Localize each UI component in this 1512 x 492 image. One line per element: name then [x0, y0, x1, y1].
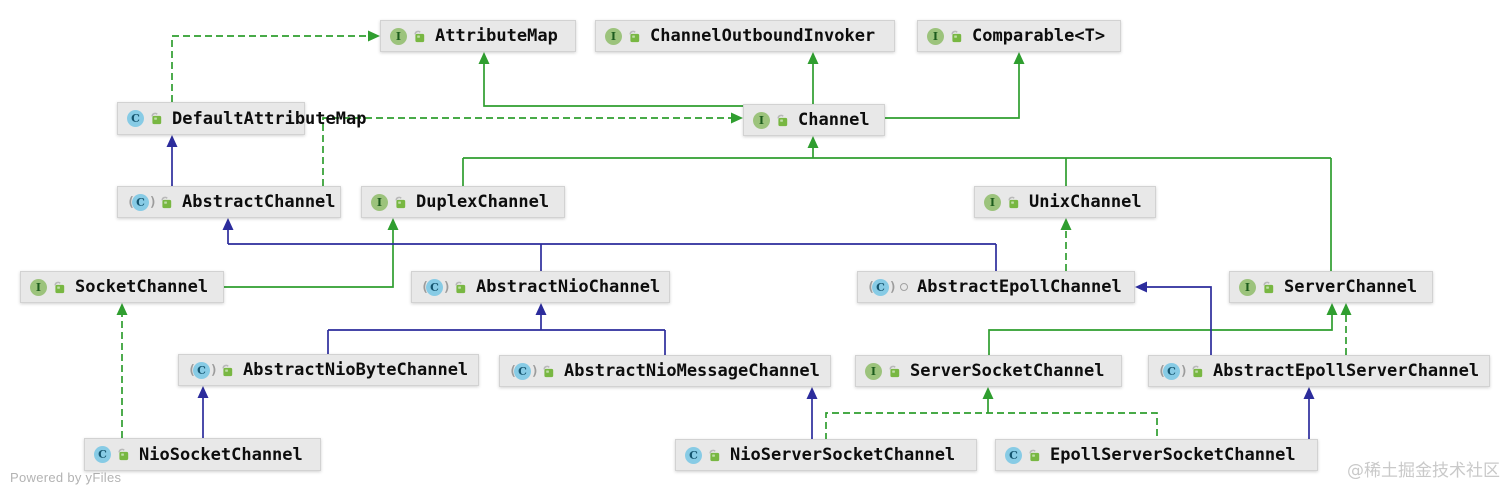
interface-icon: I: [390, 27, 407, 45]
node-label: AbstractNioByteChannel: [243, 360, 469, 380]
node-AbstractNioByteChannel[interactable]: (C) AbstractNioByteChannel: [178, 354, 479, 386]
abstract-class-icon: (C): [127, 193, 157, 211]
node-label: AbstractNioMessageChannel: [564, 361, 820, 381]
interface-icon: I: [865, 362, 882, 380]
node-label: UnixChannel: [1029, 192, 1142, 212]
edge-Channel-extends-AttributeMap: [478, 52, 743, 107]
interface-icon: I: [927, 27, 944, 45]
class-icon: C: [1005, 446, 1022, 464]
abstract-class-icon: (C): [1158, 362, 1188, 380]
lock-icon: [776, 114, 789, 127]
edge-DuplexChannel-UnixChannel-ServerChannel-extend-Channel: [462, 136, 1332, 271]
node-AbstractEpollServerChannel[interactable]: (C) AbstractEpollServerChannel: [1148, 355, 1490, 387]
interface-icon: I: [371, 193, 388, 211]
node-ServerSocketChannel[interactable]: I ServerSocketChannel: [855, 355, 1122, 387]
class-icon: C: [127, 110, 144, 127]
lock-icon: [1028, 449, 1041, 462]
node-AttributeMap[interactable]: I AttributeMap: [380, 20, 576, 52]
edge-DefaultAttributeMap-implements-AttributeMap: [171, 30, 380, 102]
node-label: ChannelOutboundInvoker: [650, 26, 876, 46]
interface-icon: I: [1239, 278, 1256, 296]
node-NioServerSocketChannel[interactable]: C NioServerSocketChannel: [675, 439, 977, 471]
node-label: SocketChannel: [75, 277, 209, 297]
edge-SocketChannel-extends-DuplexChannel: [224, 218, 399, 288]
edge-AbstractNioByteChannel-AbstractNioMessageChannel-extend-AbstractNioChannel: [327, 303, 666, 355]
abstract-class-icon: (C): [188, 361, 218, 379]
package-private-icon: [900, 283, 908, 291]
node-SocketChannel[interactable]: I SocketChannel: [20, 271, 224, 303]
class-icon: C: [94, 446, 111, 463]
node-label: Comparable<T>: [972, 26, 1106, 46]
edge-AbstractChannel-implements-Channel: [322, 112, 743, 186]
node-DefaultAttributeMap[interactable]: C DefaultAttributeMap: [117, 102, 366, 135]
edge-NioSocketChannel-extends-AbstractNioByteChannel: [197, 386, 209, 438]
node-label: AbstractNioChannel: [476, 277, 661, 297]
edge-AbstractEpollServerChannel-extends-AbstractEpollChannel: [1135, 281, 1212, 355]
node-label: DuplexChannel: [416, 192, 550, 212]
class-icon: C: [685, 446, 702, 464]
juejin-watermark: @稀土掘金技术社区: [1347, 461, 1500, 481]
lock-icon: [221, 364, 234, 377]
node-AbstractChannel[interactable]: (C) AbstractChannel: [117, 186, 341, 218]
edge-AbstractChannel-extends-DefaultAttributeMap: [166, 135, 178, 186]
node-ServerChannel[interactable]: I ServerChannel: [1229, 271, 1433, 303]
edge-EpollServerSocketChannel-extends-AbstractEpollServerChannel: [1303, 387, 1315, 439]
node-label: NioServerSocketChannel: [730, 445, 956, 465]
edge-AbstractNioChannel-AbstractEpollChannel-extend-AbstractChannel: [222, 218, 997, 271]
lock-icon: [150, 112, 163, 125]
lock-icon: [1191, 365, 1204, 378]
lock-icon: [950, 30, 963, 43]
node-label: ServerChannel: [1284, 277, 1418, 297]
edge-Channel-extends-ChannelOutboundInvoker: [807, 52, 819, 104]
node-label: DefaultAttributeMap: [172, 108, 367, 129]
node-EpollServerSocketChannel[interactable]: C EpollServerSocketChannel: [995, 439, 1318, 471]
node-ComparableT[interactable]: I Comparable<T>: [917, 20, 1121, 52]
abstract-class-icon: (C): [421, 278, 451, 296]
interface-icon: I: [605, 27, 622, 45]
node-AbstractNioMessageChannel[interactable]: (C) AbstractNioMessageChannel: [499, 355, 831, 387]
edge-NioServerSocketChannel-extends-AbstractNioMessageChannel: [806, 387, 818, 439]
lock-icon: [53, 281, 66, 294]
node-Channel[interactable]: I Channel: [743, 104, 885, 136]
lock-icon: [542, 365, 555, 378]
node-AbstractNioChannel[interactable]: (C) AbstractNioChannel: [411, 271, 670, 303]
interface-icon: I: [984, 193, 1001, 211]
node-label: Channel: [798, 110, 870, 130]
edge-Channel-extends-Comparable: [885, 52, 1025, 119]
abstract-class-icon: (C): [509, 362, 539, 380]
edge-NioServerSocketChannel-EpollServerSocketChannel-implement-ServerSocketChannel: [825, 412, 1158, 440]
node-label: AttributeMap: [435, 26, 558, 46]
node-label: EpollServerSocketChannel: [1050, 445, 1296, 465]
lock-icon: [454, 281, 467, 294]
lock-icon: [1262, 281, 1275, 294]
node-label: AbstractEpollChannel: [917, 277, 1122, 297]
node-UnixChannel[interactable]: I UnixChannel: [974, 186, 1156, 218]
lock-icon: [1007, 196, 1020, 209]
node-AbstractEpollChannel[interactable]: (C) AbstractEpollChannel: [857, 271, 1135, 303]
edge-AbstractEpollServerChannel-implements-ServerChannel: [1340, 303, 1352, 355]
node-label: AbstractChannel: [182, 192, 336, 212]
lock-icon: [117, 448, 130, 461]
yfiles-credit-link[interactable]: Powered by yFiles: [10, 470, 122, 485]
node-NioSocketChannel[interactable]: C NioSocketChannel: [84, 438, 321, 471]
edge-NioSocketChannel-implements-SocketChannel: [116, 303, 128, 438]
lock-icon: [628, 30, 641, 43]
interface-icon: I: [753, 111, 770, 129]
edge-AbstractEpollChannel-implements-UnixChannel: [1060, 218, 1072, 271]
node-DuplexChannel[interactable]: I DuplexChannel: [361, 186, 565, 218]
node-ChannelOutboundInvoker[interactable]: I ChannelOutboundInvoker: [595, 20, 895, 52]
lock-icon: [888, 365, 901, 378]
edge-ServerSocketChannel-extends-ServerChannel: [988, 303, 1338, 355]
interface-icon: I: [30, 278, 47, 296]
lock-icon: [708, 449, 721, 462]
lock-icon: [394, 196, 407, 209]
node-label: NioSocketChannel: [139, 444, 303, 465]
edge-implements-ServerSocketChannel-arrow: [982, 387, 994, 413]
lock-icon: [160, 196, 173, 209]
node-label: AbstractEpollServerChannel: [1213, 361, 1480, 381]
node-label: ServerSocketChannel: [910, 361, 1105, 381]
lock-icon: [413, 30, 426, 43]
abstract-class-icon: (C): [867, 278, 897, 296]
